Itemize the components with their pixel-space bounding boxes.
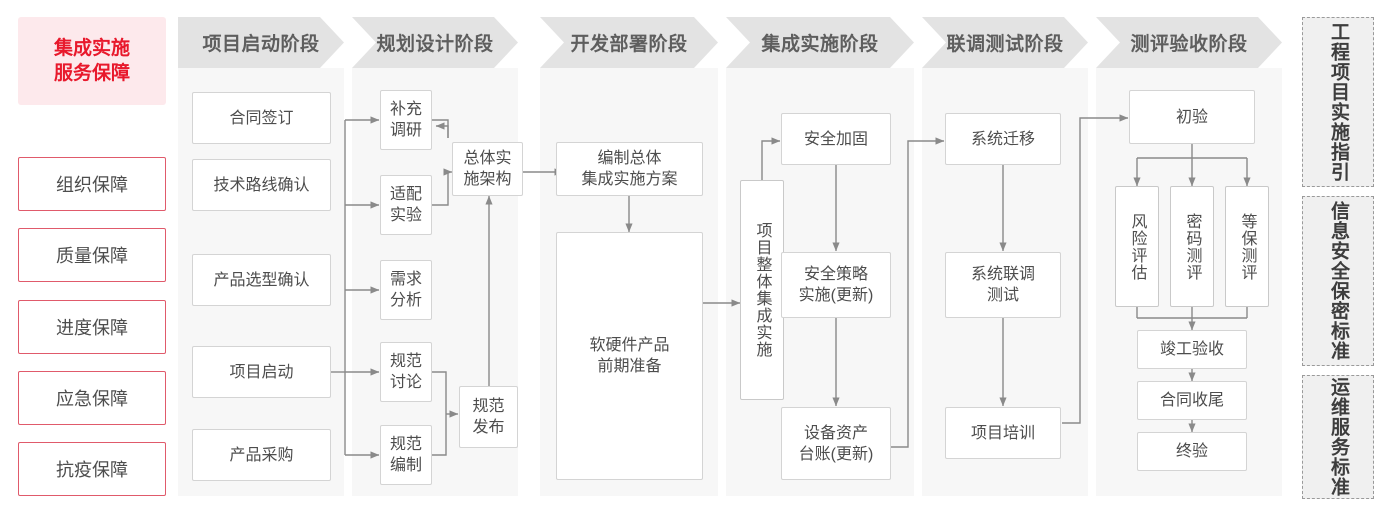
node-completion-acceptance[interactable]: 竣工验收 [1137,330,1247,369]
node-standard-release-line1: 规范 [472,398,505,415]
node-hw-sw-prep-line1: 软硬件产品 [589,337,670,354]
phase-header-5: 联调测试阶段 [922,17,1088,68]
node-adaptation-experiment-line1: 适配 [389,186,422,203]
node-asset-ledger-line2: 台账(更新) [798,445,874,463]
node-joint-test-line2: 测试 [986,287,1019,304]
guarantee-item-organization[interactable]: 组织保障 [18,157,166,211]
node-contract-signing[interactable]: 合同签订 [192,92,331,144]
node-system-migration[interactable]: 系统迁移 [945,113,1061,165]
node-hw-sw-preparation[interactable]: 软硬件产品 前期准备 [556,232,703,480]
node-requirement-analysis-line2: 分析 [389,292,422,309]
node-overall-implementation-architecture[interactable]: 总体实 施架构 [452,142,523,196]
node-standard-discussion-line1: 规范 [389,353,422,370]
node-draft-overall-integration-plan[interactable]: 编制总体 集成实施方案 [556,142,703,196]
node-cryptography-evaluation[interactable]: 密码测评 [1170,186,1214,307]
phase-header-2: 规划设计阶段 [352,17,518,68]
phase-header-6: 测评验收阶段 [1096,17,1282,68]
node-standard-drafting-line1: 规范 [389,436,422,453]
node-requirement-analysis-line1: 需求 [389,271,422,288]
node-joint-test-line1: 系统联调 [970,266,1035,283]
node-draft-plan-line2: 集成实施方案 [581,171,678,188]
node-adaptation-experiment-line2: 实验 [389,207,422,224]
node-standard-discussion-line2: 讨论 [389,374,422,391]
node-overall-arch-line2: 施架构 [463,171,512,188]
node-security-policy-line2: 实施(更新) [798,287,874,304]
node-product-selection-confirm[interactable]: 产品选型确认 [192,254,331,306]
phase-header-2-label: 规划设计阶段 [376,34,494,55]
phase-header-3-label: 开发部署阶段 [570,34,688,55]
phase-header-5-label: 联调测试阶段 [946,34,1064,55]
node-initial-acceptance[interactable]: 初验 [1129,90,1255,144]
guarantee-item-epidemic[interactable]: 抗疫保障 [18,442,166,496]
node-adaptation-experiment[interactable]: 适配 实验 [380,175,432,235]
phase-header-3: 开发部署阶段 [540,17,718,68]
node-standard-drafting-line2: 编制 [389,457,422,474]
node-project-training[interactable]: 项目培训 [945,407,1061,459]
node-product-procurement[interactable]: 产品采购 [192,429,331,481]
node-overall-project-integration[interactable]: 项目整体集成实施 [740,180,784,400]
guarantee-item-quality[interactable]: 质量保障 [18,228,166,282]
standard-engineering-project-guideline[interactable]: 工程项目实施指引 [1302,17,1374,187]
left-title-line2: 服务保障 [53,63,130,84]
node-classified-protection-evaluation[interactable]: 等保测评 [1225,186,1269,307]
node-standard-discussion[interactable]: 规范 讨论 [380,342,432,402]
node-requirement-analysis[interactable]: 需求 分析 [380,260,432,320]
node-supplementary-research[interactable]: 补充 调研 [380,90,432,150]
node-tech-route-confirm[interactable]: 技术路线确认 [192,159,331,211]
node-system-joint-test[interactable]: 系统联调 测试 [945,252,1061,318]
node-hw-sw-prep-line2: 前期准备 [597,358,662,375]
standard-operation-maintenance-service[interactable]: 运维服务标准 [1302,375,1374,499]
node-final-acceptance[interactable]: 终验 [1137,432,1247,471]
phase-header-6-label: 测评验收阶段 [1130,34,1248,55]
left-title-line1: 集成实施 [53,38,130,59]
standard-information-security-confidentiality[interactable]: 信息安全保密标准 [1302,196,1374,366]
node-risk-assessment[interactable]: 风险评估 [1115,186,1159,307]
phase-header-1-label: 项目启动阶段 [202,34,320,55]
node-standard-release[interactable]: 规范 发布 [459,386,518,448]
node-security-policy-line1: 安全策略 [803,266,868,283]
guarantee-item-schedule[interactable]: 进度保障 [18,300,166,354]
node-standard-drafting[interactable]: 规范 编制 [380,425,432,485]
node-security-hardening[interactable]: 安全加固 [781,113,891,165]
node-draft-plan-line1: 编制总体 [597,150,662,167]
node-project-kickoff[interactable]: 项目启动 [192,346,331,398]
guarantee-item-emergency[interactable]: 应急保障 [18,371,166,425]
node-standard-release-line2: 发布 [472,419,505,436]
phase-header-4-label: 集成实施阶段 [761,34,879,55]
node-contract-closure[interactable]: 合同收尾 [1137,381,1247,420]
node-supplementary-research-line2: 调研 [389,122,422,139]
node-supplementary-research-line1: 补充 [389,101,422,118]
node-security-policy-implementation[interactable]: 安全策略 实施(更新) [781,252,891,318]
node-equipment-asset-ledger[interactable]: 设备资产 台账(更新) [781,407,891,480]
phase-header-4: 集成实施阶段 [726,17,914,68]
node-overall-arch-line1: 总体实 [463,150,512,167]
left-column-title: 集成实施 服务保障 [18,17,166,105]
phase-header-1: 项目启动阶段 [178,17,344,68]
node-asset-ledger-line1: 设备资产 [803,424,868,442]
